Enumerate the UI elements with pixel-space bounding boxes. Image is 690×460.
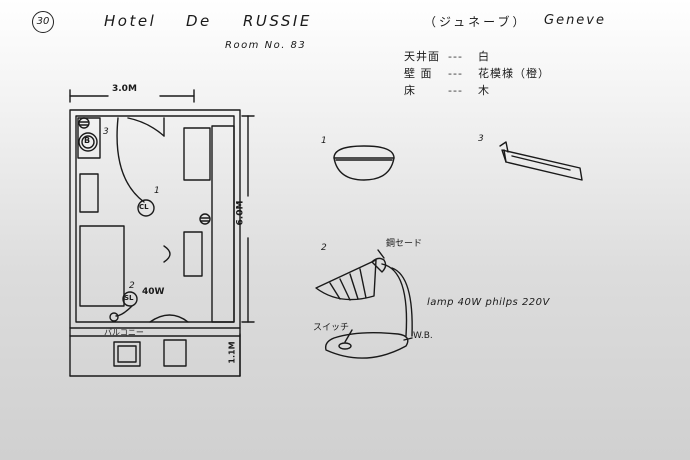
finish-dash: ---: [448, 50, 463, 63]
bed: [80, 226, 124, 306]
floor-outlet-symbol: [110, 313, 118, 321]
lamp-arm: [382, 264, 407, 336]
finish-surface: 壁 面: [404, 67, 433, 80]
detail-number-1: 1: [321, 136, 327, 146]
balcony-chair-seat: [118, 346, 136, 362]
wall-outlet-symbol: [79, 118, 89, 128]
balcony-label: バルコニー: [104, 328, 144, 337]
detail-number-2: 2: [321, 243, 327, 253]
page-number: 30: [32, 11, 54, 33]
city-japanese: （ジュネーブ）: [424, 15, 528, 29]
lamp-spec-label: lamp 40W philps 220V: [427, 297, 550, 308]
desk-lamp-drawing: [316, 250, 412, 358]
lamp-base: [326, 333, 408, 358]
cabinet: [80, 174, 98, 212]
balcony-depth-label: 1.1M: [227, 341, 237, 364]
wall-tube-light-drawing: [500, 142, 582, 180]
side-wall-panel: [212, 126, 234, 322]
length-dimension-label: 6.0M: [235, 200, 246, 226]
lamp-switch-label: スイッチ: [313, 323, 350, 333]
city-name: Geneve: [544, 13, 607, 28]
bracket-light-ring: [79, 133, 97, 151]
outlet-symbol: [200, 214, 210, 224]
floor-plan-walls: [70, 110, 240, 376]
lamp-switch: [339, 343, 351, 349]
balcony-chair: [114, 342, 140, 366]
lamp-shade: [316, 260, 376, 300]
hotel-title-word-2: De: [186, 12, 212, 30]
finish-value: 木: [478, 84, 490, 97]
stand-light-symbol: [123, 292, 137, 306]
wardrobe: [78, 118, 100, 158]
finish-dash: ---: [448, 67, 463, 80]
hotel-title-word-1: Hotel: [104, 12, 157, 30]
width-dimension-label: 3.0M: [112, 84, 137, 94]
fixture-symbol-b: B: [84, 136, 91, 145]
finish-dash: ---: [448, 84, 463, 97]
lamp-base-label: W.B.: [413, 331, 433, 341]
door-swing: [128, 118, 164, 136]
fixture-symbol-cl: CL: [139, 203, 149, 211]
desk: [184, 128, 210, 180]
finish-value: 白: [478, 50, 490, 63]
lamp-socket: [372, 258, 386, 272]
room-number: Room No. 83: [225, 40, 307, 51]
ceiling-light-symbol: [138, 200, 154, 216]
furniture: [78, 118, 234, 366]
width-dimension-line: [70, 90, 194, 102]
finish-surface: 床: [404, 84, 416, 97]
balcony-table: [164, 340, 186, 366]
hotel-title-word-3: RUSSIE: [243, 12, 312, 30]
fixture-number-sl: 2: [129, 281, 135, 291]
finish-floor: 床 --- 木: [404, 82, 490, 98]
light-wire: [117, 118, 144, 202]
fixture-symbol-sl: SL: [124, 294, 134, 302]
detail-number-3: 3: [478, 134, 484, 144]
lamp-arm-inner: [392, 268, 412, 336]
ceiling-light-drawing: [334, 146, 394, 180]
finish-ceiling: 天井面 --- 白: [404, 48, 490, 64]
lamp-shade-label: 鋼セード: [386, 239, 423, 249]
fixture-number-cl: 1: [154, 186, 160, 196]
finish-wall: 壁 面 --- 花模様（橙）: [404, 65, 550, 81]
fixture-number-b: 3: [103, 127, 109, 137]
length-dimension-line: [242, 116, 254, 322]
balcony-door-swing: [150, 315, 188, 322]
fixture-watt-sl: 40W: [142, 287, 165, 297]
table: [184, 232, 202, 276]
stand-cord: [116, 306, 132, 316]
finish-surface: 天井面: [404, 50, 440, 63]
bracket-light-symbol: [82, 136, 94, 148]
chair: [164, 246, 170, 262]
finish-value: 花模様（橙）: [478, 67, 550, 80]
